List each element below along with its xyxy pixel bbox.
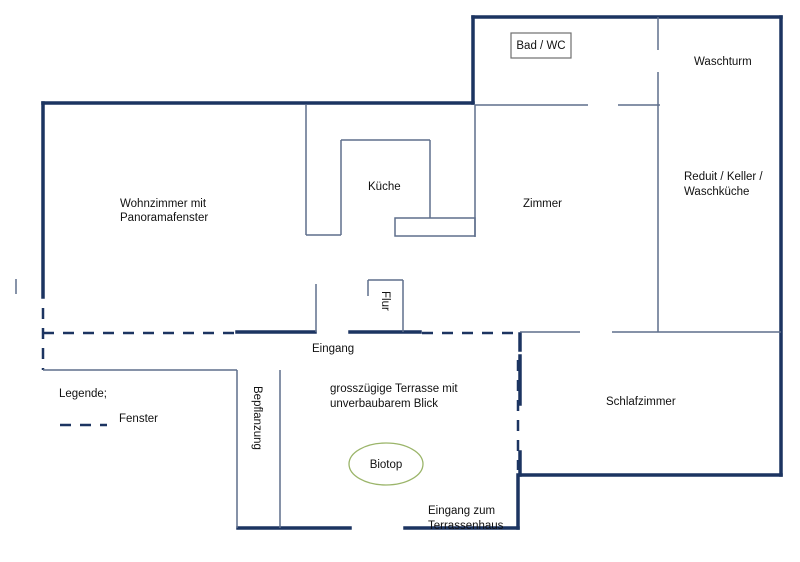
label-bepflanzung: Bepflanzung xyxy=(251,386,263,450)
label-terrasse-line2: unverbaubarem Blick xyxy=(330,398,438,410)
inner-walls xyxy=(15,17,781,528)
label-zimmer: Zimmer xyxy=(523,198,562,210)
windows xyxy=(41,308,520,470)
bad-wc-box xyxy=(510,32,572,59)
legend: Legende; Fenster xyxy=(59,388,158,425)
biotop-pond xyxy=(348,442,424,486)
legend-title: Legende; xyxy=(59,388,107,400)
label-waschturm: Waschturm xyxy=(694,56,752,68)
label-reduit-line2: Waschküche xyxy=(684,186,749,198)
room-labels: Bad / WC Waschturm Wohnzimmer mit Panora… xyxy=(120,40,763,532)
label-wohnzimmer-line2: Panoramafenster xyxy=(120,212,208,224)
label-flur: Flur xyxy=(379,291,391,311)
legend-fenster: Fenster xyxy=(119,413,158,425)
label-biotop: Biotop xyxy=(370,459,403,471)
label-schlafzimmer: Schlafzimmer xyxy=(606,396,676,408)
label-wohnzimmer-line1: Wohnzimmer mit xyxy=(120,198,207,210)
label-eingang-terrassenhaus-line2: Terrassenhaus xyxy=(428,520,504,532)
label-bad-wc: Bad / WC xyxy=(516,40,565,52)
label-reduit-line1: Reduit / Keller / xyxy=(684,171,763,183)
outer-walls xyxy=(41,15,783,530)
label-eingang-terrassenhaus-line1: Eingang zum xyxy=(428,505,495,517)
label-eingang: Eingang xyxy=(312,343,354,355)
label-kueche: Küche xyxy=(368,181,401,193)
label-terrasse-line1: grosszügige Terrasse mit xyxy=(330,383,458,395)
